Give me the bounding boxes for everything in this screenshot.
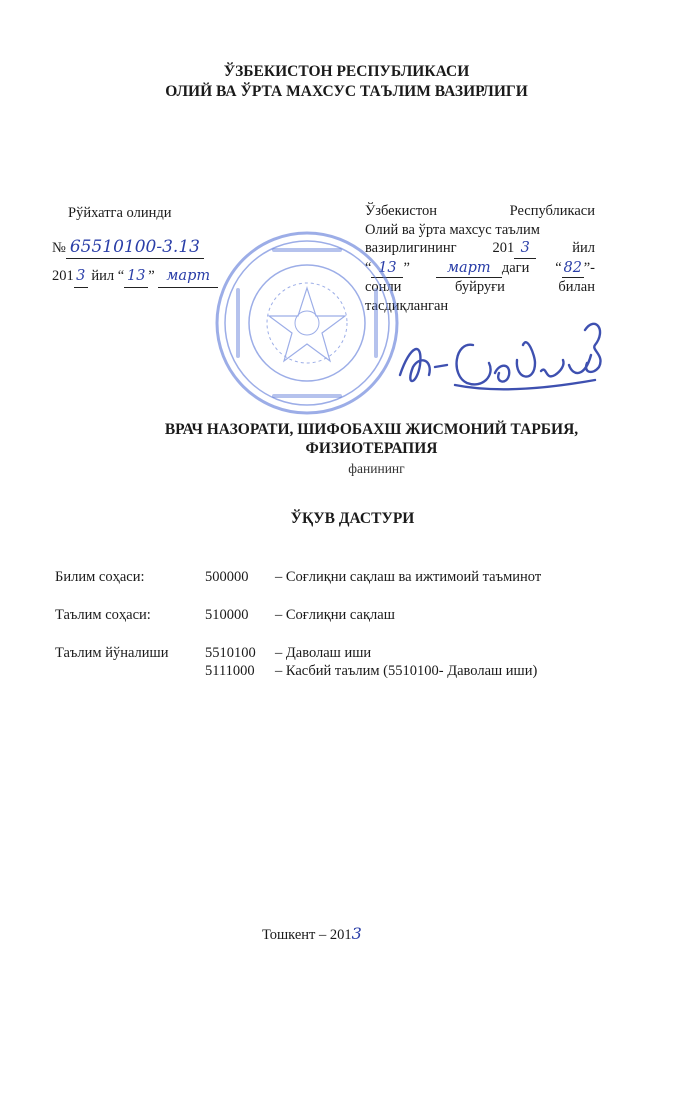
approval-handwritten-order-number: 82 bbox=[561, 259, 584, 278]
handwritten-year-digit: 3 bbox=[73, 265, 88, 288]
approval-year-prefix: 201 bbox=[492, 240, 515, 256]
discipline-title-line-2: ФИЗИОТЕРАПИЯ bbox=[305, 440, 438, 457]
info-desc: – Даволаш иши bbox=[275, 645, 372, 661]
approval-word-uzbekistan: Ўзбекистон bbox=[365, 203, 438, 219]
ministry-header: ЎЗБЕКИСТОН РЕСПУБЛИКАСИ ОЛИЙ ВА ЎРТА МАХ… bbox=[0, 62, 693, 102]
header-line-2: ОЛИЙ ВА ЎРТА МАХСУС ТАЪЛИМ ВАЗИРЛИГИ bbox=[165, 83, 528, 100]
handwritten-signature bbox=[398, 322, 602, 391]
info-code: 5111000 bbox=[205, 663, 255, 679]
number-sign: № bbox=[52, 240, 66, 256]
info-label bbox=[55, 662, 205, 680]
official-stamp-seal bbox=[215, 231, 399, 415]
approval-date-suffix: даги bbox=[501, 259, 530, 276]
info-desc: – Касбий таълим (5510100- Даволаш иши) bbox=[275, 663, 538, 679]
info-label: Билим соҳаси: bbox=[55, 569, 145, 585]
discipline-title-line-1: ВРАЧ НАЗОРАТИ, ШИФОБАХШ ЖИСМОНИЙ ТАРБИЯ, bbox=[164, 421, 579, 438]
discipline-title-block: ВРАЧ НАЗОРАТИ, ШИФОБАХШ ЖИСМОНИЙ ТАРБИЯ,… bbox=[0, 420, 693, 478]
approval-year-word: йил bbox=[572, 240, 595, 256]
approval-word-order: буйруғи bbox=[455, 279, 505, 295]
year-prefix: 201 bbox=[52, 268, 74, 284]
approval-handwritten-year: 3 bbox=[514, 239, 537, 259]
footer-city-year: Тошкент – 2013 bbox=[262, 924, 362, 944]
info-row-education-direction-2: 5111000 – Касбий таълим (5510100- Давола… bbox=[55, 662, 541, 680]
approval-word-ministry: вазирлигининг bbox=[365, 240, 457, 256]
info-desc: – Соғлиқни сақлаш bbox=[275, 607, 395, 623]
approval-handwritten-month: март bbox=[435, 259, 502, 278]
info-code: 500000 bbox=[205, 569, 249, 585]
approval-word-with: билан bbox=[558, 279, 595, 295]
info-code: 5510100 bbox=[205, 645, 256, 661]
approval-block: Ўзбекистон Республикаси Олий ва ўрта мах… bbox=[365, 202, 595, 315]
info-row-education-area: Таълим соҳаси: 510000 – Соғлиқни сақлаш bbox=[55, 606, 541, 624]
year-word: йил bbox=[91, 268, 115, 284]
info-desc: – Соғлиқни сақлаш ва ижтимоий таъминот bbox=[275, 569, 542, 585]
info-label: Таълим соҳаси: bbox=[55, 607, 151, 623]
discipline-subtitle: фанининг bbox=[348, 461, 405, 476]
info-code: 510000 bbox=[205, 607, 249, 623]
info-label: Таълим йўналиши bbox=[55, 645, 169, 661]
handwritten-registration-number: 65510100-3.13 bbox=[65, 236, 204, 259]
info-row-education-direction: Таълим йўналиши 5510100 – Даволаш иши bbox=[55, 644, 541, 662]
approval-word-republic: Республикаси bbox=[509, 203, 595, 219]
registration-label: Рўйхатга олинди bbox=[68, 205, 172, 221]
field-info: Билим соҳаси: 500000 – Соғлиқни сақлаш в… bbox=[55, 568, 541, 680]
footer-handwritten-year: 3 bbox=[351, 924, 362, 943]
approval-line-5: сонли буйруғи билан bbox=[365, 278, 595, 297]
header-line-1: ЎЗБЕКИСТОН РЕСПУБЛИКАСИ bbox=[223, 63, 470, 80]
handwritten-day: 13 bbox=[124, 265, 149, 288]
approval-line-2: Олий ва ўрта махсус таълим bbox=[365, 221, 540, 238]
footer-city: Тошкент – 201 bbox=[262, 927, 352, 943]
program-title: ЎҚУВ ДАСТУРИ bbox=[290, 510, 415, 527]
info-row-knowledge-area: Билим соҳаси: 500000 – Соғлиқни сақлаш в… bbox=[55, 568, 541, 586]
approval-handwritten-day: 13 bbox=[371, 259, 404, 278]
approval-line-1: Ўзбекистон Республикаси bbox=[365, 202, 595, 221]
approval-hyphen: - bbox=[590, 259, 595, 276]
handwritten-month: март bbox=[158, 265, 219, 288]
